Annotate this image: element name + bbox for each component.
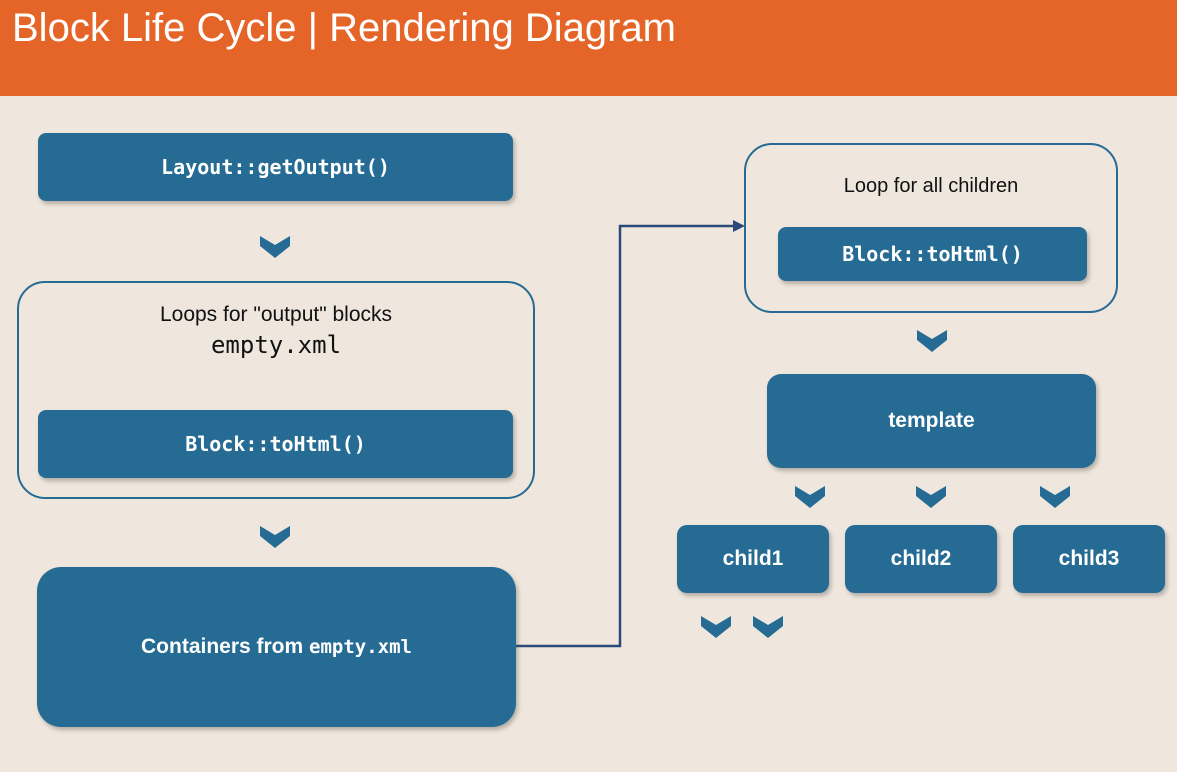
child2-box: child2 bbox=[845, 525, 997, 593]
template-label: template bbox=[888, 409, 975, 432]
block-tohtml-box-right: Block::toHtml() bbox=[778, 227, 1087, 281]
layout-getoutput-label: Layout::getOutput() bbox=[161, 155, 390, 179]
children-loop-frame: Loop for all children bbox=[744, 143, 1118, 313]
chevron-down-icon bbox=[1040, 486, 1070, 508]
chevron-down-icon bbox=[795, 486, 825, 508]
containers-prefix: Containers from bbox=[141, 635, 310, 658]
block-tohtml-label-right: Block::toHtml() bbox=[842, 242, 1023, 266]
output-loop-frame: Loops for "output" blocks empty.xml bbox=[17, 281, 535, 499]
child1-label: child1 bbox=[722, 547, 784, 570]
template-box: template bbox=[767, 374, 1096, 468]
containers-file: empty.xml bbox=[309, 636, 412, 658]
page-title: Block Life Cycle | Rendering Diagram bbox=[12, 6, 677, 50]
chevron-down-icon bbox=[701, 616, 731, 638]
containers-box: Containers from empty.xml bbox=[37, 567, 516, 727]
layout-getoutput-box: Layout::getOutput() bbox=[38, 133, 513, 201]
child2-label: child2 bbox=[890, 547, 952, 570]
chevron-down-icon bbox=[917, 330, 947, 352]
header-bar: Block Life Cycle | Rendering Diagram bbox=[0, 0, 1177, 96]
child3-box: child3 bbox=[1013, 525, 1165, 593]
child1-box: child1 bbox=[677, 525, 829, 593]
chevron-down-icon bbox=[916, 486, 946, 508]
children-loop-label: Loop for all children bbox=[843, 175, 1019, 197]
child3-label: child3 bbox=[1058, 547, 1120, 570]
output-loop-label: Loops for "output" blocks bbox=[159, 303, 393, 326]
block-tohtml-box-left: Block::toHtml() bbox=[38, 410, 513, 478]
chevron-down-icon bbox=[260, 236, 290, 258]
chevron-down-icon bbox=[753, 616, 783, 638]
output-loop-file: empty.xml bbox=[210, 331, 342, 359]
block-tohtml-label-left: Block::toHtml() bbox=[185, 432, 366, 456]
chevron-down-icon bbox=[260, 526, 290, 548]
